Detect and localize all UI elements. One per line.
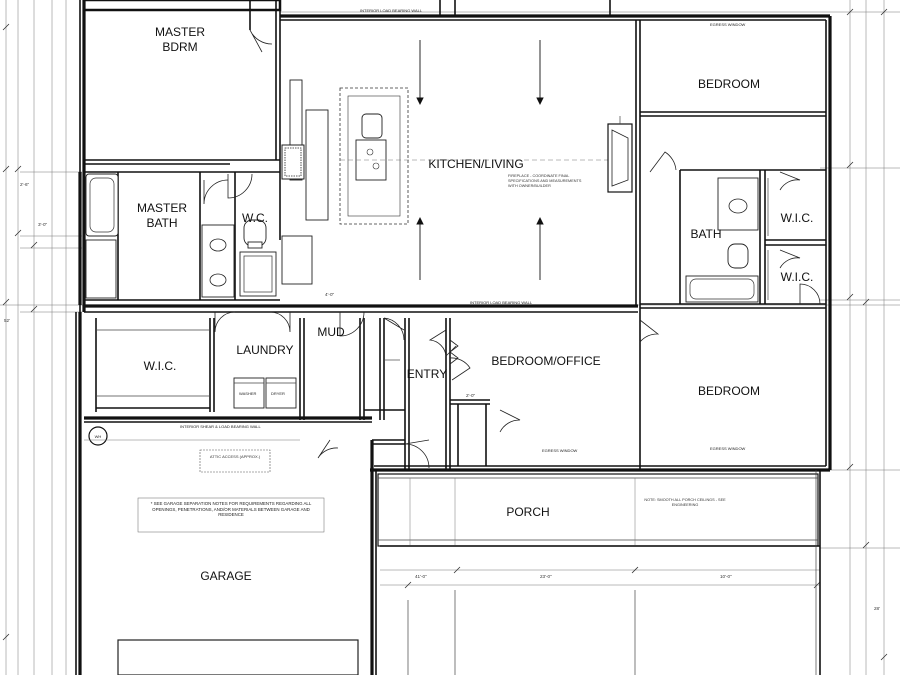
porch xyxy=(377,470,821,675)
fireplace-note: FIREPLACE - COORDINATE FINAL SPECIFICATI… xyxy=(508,174,581,188)
dimension-ticks xyxy=(2,8,888,661)
label-master-bath-1: MASTER xyxy=(137,201,187,215)
attic-access-note: ATTIC ACCESS (APPROX.) xyxy=(210,454,260,459)
interior-wall-mid-note: INTERIOR LOAD BEARING WALL xyxy=(470,300,533,305)
dim-overall-right: 28' xyxy=(874,606,880,611)
label-bedroom-top: BEDROOM xyxy=(698,77,760,91)
kitchen-fixtures xyxy=(281,79,620,285)
dim-2-0: 2'-0" xyxy=(466,393,476,398)
label-wic-left: W.I.C. xyxy=(144,359,177,373)
label-bedroom-bottom: BEDROOM xyxy=(698,384,760,398)
dim-2-6: 2'-6" xyxy=(20,182,30,187)
garage-separation-note: * SEE GARAGE SEPARATION NOTES FOR REQUIR… xyxy=(151,501,312,517)
interior-wall-top-note: INTERIOR LOAD BEARING WALL xyxy=(360,8,423,13)
label-laundry: LAUNDRY xyxy=(236,343,293,357)
dim-porch-mid: 23'-0" xyxy=(540,574,552,579)
plan-notes: * SEE GARAGE SEPARATION NOTES FOR REQUIR… xyxy=(151,8,746,517)
dim-overall-left: 52' xyxy=(4,318,10,323)
label-bath: BATH xyxy=(690,227,721,241)
dim-3-0: 3'-0" xyxy=(38,222,48,227)
bath-fixtures xyxy=(685,177,769,303)
egress-office-note: EGRESS WINDOW xyxy=(542,448,578,453)
label-master-bath-2: BATH xyxy=(146,216,177,230)
egress-bottom-note: EGRESS WINDOW xyxy=(710,446,746,451)
label-mud: MUD xyxy=(317,325,345,339)
label-entry: ENTRY xyxy=(407,367,447,381)
label-bedroom-office: BEDROOM/OFFICE xyxy=(491,354,600,368)
interior-walls xyxy=(84,0,826,470)
label-wic-right-bottom: W.I.C. xyxy=(781,270,814,284)
door-swings xyxy=(203,29,821,469)
label-master-bdrm-2: BDRM xyxy=(162,40,197,54)
label-water-heater: WH xyxy=(95,434,102,439)
dryer-label: DRYER xyxy=(271,391,285,396)
porch-note: NOTE: SMOOTH ALL PORCH CEILINGS - SEE EN… xyxy=(644,498,725,507)
garage xyxy=(84,426,359,675)
dim-porch-right: 10'-0" xyxy=(720,574,732,579)
egress-top-note: EGRESS WINDOW xyxy=(710,22,746,27)
room-labels: MASTER BDRM MASTER BATH W.C. W.I.C. LAUN… xyxy=(95,25,814,583)
label-wc: W.C. xyxy=(242,211,268,225)
dim-porch-left: 41'-0" xyxy=(415,574,427,579)
dimension-labels: 41'-0" 23'-0" 10'-0" 28' 52' 2'-6" 3'-0"… xyxy=(4,182,880,611)
master-bath-fixtures xyxy=(85,173,277,299)
label-porch: PORCH xyxy=(506,505,549,519)
exterior-walls xyxy=(75,0,832,675)
interior-wall-garage-note: INTERIOR SHEAR & LOAD BEARING WALL xyxy=(180,424,262,429)
fireplace xyxy=(607,116,633,193)
label-master-bdrm-1: MASTER xyxy=(155,25,205,39)
label-garage: GARAGE xyxy=(200,569,251,583)
dim-4-0: 4'-0" xyxy=(325,292,335,297)
ceiling-arrows xyxy=(416,40,544,280)
washer-label: WASHER xyxy=(239,391,257,396)
label-wic-right-top: W.I.C. xyxy=(781,211,814,225)
laundry-fixtures xyxy=(96,329,400,409)
label-kitchen-living: KITCHEN/LIVING xyxy=(428,157,523,171)
